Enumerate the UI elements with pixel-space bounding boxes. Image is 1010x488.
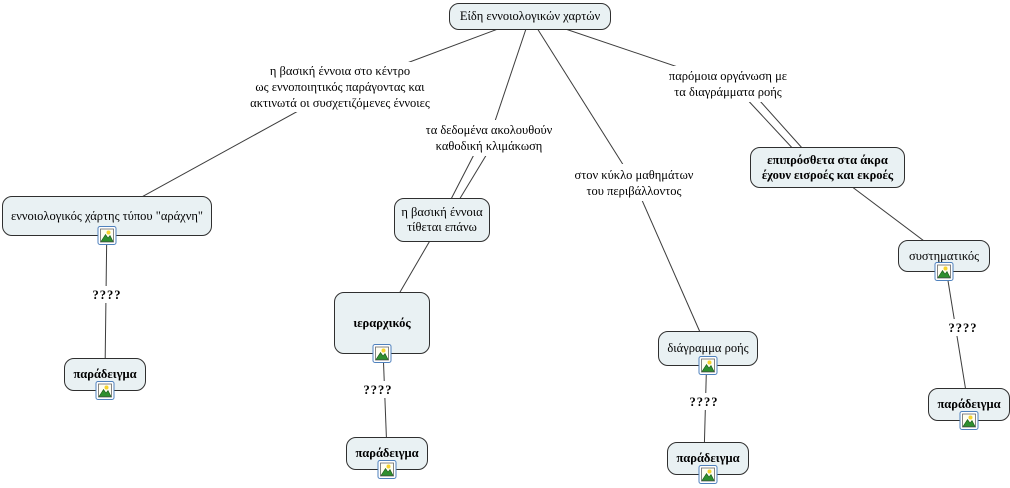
concept-basic-on-top[interactable]: η βασική έννοια τίθεται επάνω: [394, 198, 490, 242]
link-line: [488, 16, 531, 140]
concept-example-hierarchical[interactable]: παράδειγμα: [346, 437, 428, 479]
image-resource-icon-glyph: [372, 344, 392, 363]
image-resource-icon[interactable]: [698, 356, 718, 375]
link-line: [529, 16, 635, 183]
concept-example-systematic[interactable]: παράδειγμα: [928, 388, 1010, 430]
image-resource-icon[interactable]: [372, 344, 392, 363]
linking-phrase-unknown-4[interactable]: ????: [943, 319, 983, 336]
image-resource-icon-glyph: [97, 226, 117, 245]
concept-example-label: παράδειγμα: [937, 397, 1001, 411]
concept-inputs-outputs[interactable]: επιπρόσθετα στα άκρα έχουν εισροές και ε…: [750, 147, 905, 188]
image-resource-icon-glyph: [95, 381, 115, 400]
image-resource-icon-glyph: [377, 460, 397, 479]
concept-root[interactable]: Είδη εννοιολογικών χαρτών: [449, 3, 611, 30]
linking-phrase-descending[interactable]: τα δεδομένα ακολουθούν καθοδική κλιμάκωσ…: [395, 120, 583, 156]
image-resource-icon-glyph: [959, 411, 979, 430]
image-resource-icon[interactable]: [97, 226, 117, 245]
concept-root-label: Είδη εννοιολογικών χαρτών: [459, 9, 601, 23]
concept-spider-map-label: εννοιολογικός χάρτης τύπου "αράχνη": [10, 208, 204, 223]
concept-hierarchical-label: ιεραρχικός: [353, 315, 411, 330]
image-resource-icon-glyph: [934, 262, 954, 281]
linking-phrase-spider[interactable]: η βασική έννοια στο κέντρο ως εννοποιητι…: [230, 62, 450, 112]
concept-systematic-label: συστηματικός: [908, 248, 980, 263]
image-resource-icon[interactable]: [377, 460, 397, 479]
linking-phrase-unknown-1[interactable]: ????: [87, 286, 127, 303]
image-resource-icon[interactable]: [934, 262, 954, 281]
linking-phrase-unknown-3[interactable]: ????: [684, 393, 724, 410]
image-resource-icon[interactable]: [959, 411, 979, 430]
image-resource-icon-glyph: [698, 465, 718, 484]
concept-hierarchical[interactable]: ιεραρχικός: [334, 292, 430, 363]
concept-example-flow[interactable]: παράδειγμα: [667, 442, 749, 484]
concept-basic-on-top-label: η βασική έννοια τίθεται επάνω: [401, 205, 483, 234]
concept-example-label: παράδειγμα: [73, 367, 137, 381]
concept-flow-diagram[interactable]: διάγραμμα ροής: [658, 331, 758, 375]
concept-spider-map[interactable]: εννοιολογικός χάρτης τύπου "αράχνη": [2, 196, 212, 245]
concept-example-spider[interactable]: παράδειγμα: [64, 358, 146, 400]
linking-phrase-flowlike[interactable]: παρόμοια οργάνωση με τα διαγράμματα ροής: [651, 66, 805, 102]
image-resource-icon[interactable]: [95, 381, 115, 400]
concept-flow-diagram-label: διάγραμμα ροής: [667, 341, 749, 355]
linking-phrase-unknown-2[interactable]: ????: [358, 381, 398, 398]
link-line: [633, 181, 708, 349]
image-resource-icon-glyph: [698, 356, 718, 375]
linking-phrase-cycle[interactable]: στον κύκλο μαθημάτων του περιβάλλοντος: [563, 164, 705, 201]
concept-example-label: παράδειγμα: [355, 446, 419, 460]
concept-systematic[interactable]: συστηματικός: [898, 240, 990, 281]
concept-inputs-outputs-label: επιπρόσθετα στα άκρα έχουν εισροές και ε…: [761, 152, 894, 182]
concept-example-label: παράδειγμα: [676, 451, 740, 465]
image-resource-icon[interactable]: [698, 465, 718, 484]
link-line: [742, 94, 797, 153]
